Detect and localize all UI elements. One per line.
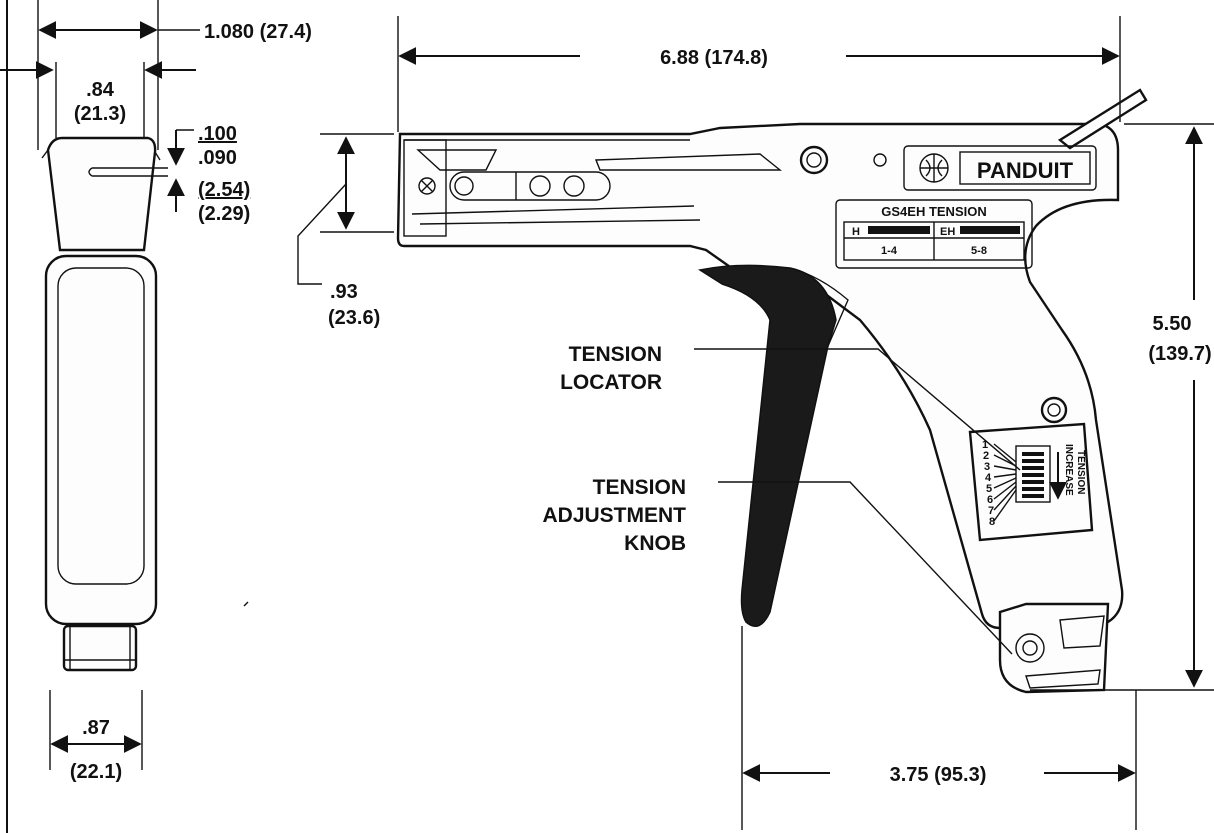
scale-number: 8 — [989, 516, 995, 528]
tension-knob-leader — [718, 481, 1013, 655]
slot-max-mm: (2.54) — [198, 179, 250, 201]
overall-width-dim: 1.080 (27.4) — [204, 21, 312, 43]
end-view-grip — [57, 267, 145, 585]
end-view-foot — [62, 624, 138, 672]
tension-locator-bars — [1022, 452, 1044, 498]
scale-number: 4 — [985, 472, 992, 484]
top-width-in: .84 — [86, 79, 115, 101]
barrel-rail — [594, 153, 782, 171]
tension-locator-leader — [694, 348, 1021, 471]
scale-number: 7 — [988, 505, 994, 517]
range-h-value: 1-4 — [881, 245, 898, 257]
end-view-body — [44, 254, 158, 626]
nose-height-mm: (23.6) — [328, 307, 380, 329]
nose-screw-icon — [418, 177, 436, 195]
overall-height-mm: (139.7) — [1148, 343, 1211, 365]
tension-locator-label-1: TENSION — [569, 343, 662, 366]
range-eh-label: EH — [940, 226, 955, 238]
scale-text-line2: TENSION — [1075, 450, 1086, 494]
tension-plate — [835, 199, 1033, 269]
nose-height-in: .93 — [330, 281, 358, 303]
scale-number: 1 — [982, 439, 988, 451]
slot-max-in: .100 — [198, 123, 237, 145]
link-bar — [449, 171, 611, 201]
overall-length-dim: 6.88 (174.8) — [660, 47, 768, 69]
overall-height-in: 5.50 — [1153, 313, 1192, 335]
scale-number: 3 — [984, 461, 990, 473]
end-view-head — [46, 136, 157, 252]
range-eh-value: 5-8 — [971, 245, 987, 257]
trigger — [698, 264, 837, 627]
slot-min-in: .090 — [198, 147, 237, 169]
scale-number: 2 — [983, 450, 989, 462]
tension-adjustment-knob — [998, 602, 1110, 694]
scale-number: 5 — [986, 483, 992, 495]
end-view: 1.080 (27.4) .84 (21.3) .100 .090 (2.54)… — [0, 0, 312, 833]
tension-locator-label-2: LOCATOR — [560, 371, 662, 394]
end-view-slot — [88, 167, 168, 177]
top-width-mm: (21.3) — [74, 103, 126, 125]
brand-logo: PANDUIT — [977, 158, 1074, 183]
bottom-width-mm: (22.1) — [70, 761, 122, 783]
tension-knob-label-2: ADJUSTMENT — [542, 504, 686, 527]
rivet-icon — [529, 175, 551, 197]
brand-plate — [903, 145, 1097, 191]
scale-number: 6 — [987, 494, 993, 506]
tension-knob-label-1: TENSION — [593, 476, 686, 499]
grip-hole-icon — [1040, 396, 1068, 424]
nose-piece — [403, 139, 447, 237]
tension-title: GS4EH TENSION — [881, 204, 986, 219]
range-h-label: H — [852, 226, 860, 238]
tension-knob-label-3: KNOB — [624, 532, 686, 555]
rivet-icon — [563, 175, 585, 197]
slot-min-mm: (2.29) — [198, 203, 250, 225]
profile-view: PANDUIT GS4EH TENSION H 1-4 EH 5-8 — [243, 16, 1214, 830]
body-hole-icon — [873, 153, 887, 167]
scale-text-line1: INCREASE — [1063, 444, 1074, 496]
body-hole-icon — [799, 145, 829, 175]
tension-scale-numbers: 1 2 3 4 5 6 7 8 — [982, 439, 995, 528]
bottom-width-in: .87 — [82, 717, 110, 739]
handle-width-dim: 3.75 (95.3) — [890, 764, 987, 786]
